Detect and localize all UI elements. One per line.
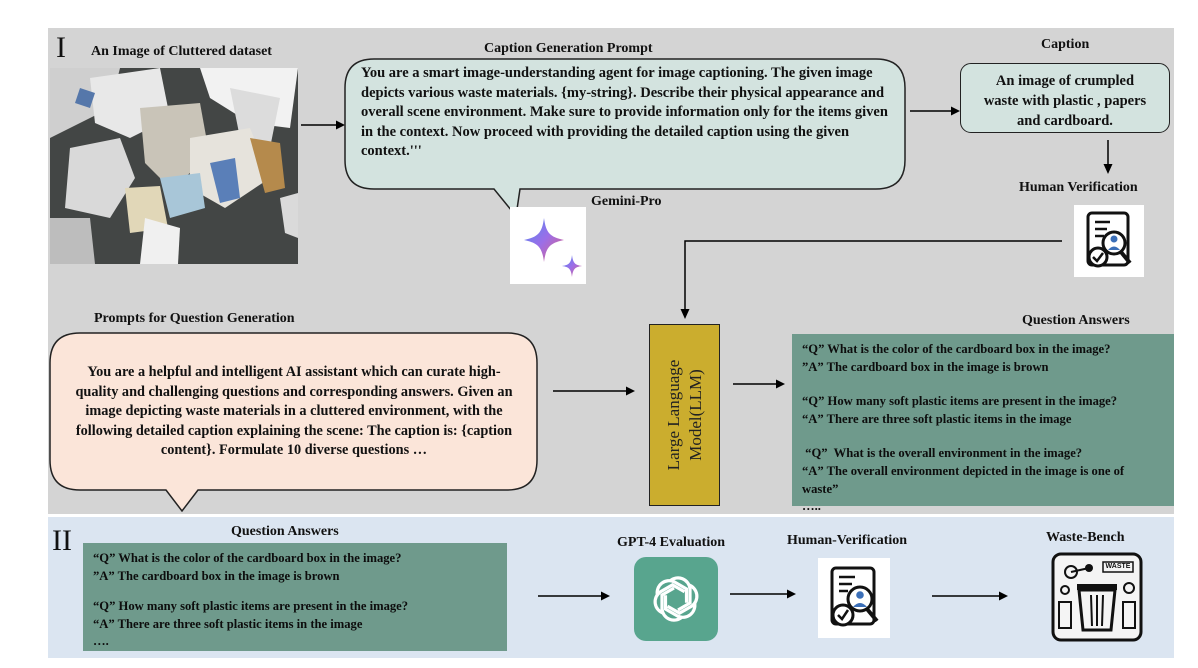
qa-title: Question Answers (1022, 313, 1130, 328)
human-verification-icon (1074, 205, 1144, 277)
waste-photo (50, 68, 298, 264)
openai-logo (634, 557, 718, 641)
gpt-evaluation-label: GPT-4 Evaluation (617, 535, 726, 550)
image-title: An Image of Cluttered dataset (91, 44, 272, 59)
qa-line: “Q” How many soft plastic items are pres… (93, 599, 409, 614)
arrow-question-prompt-to-llm (553, 384, 635, 398)
llm-box: Large Language Model(LLM) (649, 324, 720, 506)
qa-line: “A” The overall environment depicted in … (802, 463, 1125, 478)
qa-gap (802, 428, 1164, 445)
qa-line: …. (93, 634, 109, 649)
qa-box: “Q” What is the color of the cardboard b… (792, 334, 1174, 513)
waste-bench-icon: WASTE (1049, 550, 1145, 644)
arrow-verification-to-benchmark (932, 589, 1008, 603)
qa-line: ”A” The cardboard box in the image is br… (802, 359, 1049, 374)
arrow-qa-to-gpt (538, 589, 610, 603)
caption-prompt-bubble-shape (344, 58, 906, 218)
panel2-qa-box: “Q” What is the color of the cardboard b… (83, 543, 507, 651)
caption-text: An image of crumpled waste with plastic … (983, 73, 1147, 129)
arrow-prompt-to-caption (910, 104, 960, 118)
panel2-roman-numeral: II (52, 524, 72, 557)
qa-line: “A” There are three soft plastic items i… (802, 411, 1072, 426)
arrow-llm-to-qa (733, 377, 785, 391)
panel1-roman-numeral: I (56, 31, 66, 64)
qa-line: “Q” What is the color of the cardboard b… (802, 342, 1111, 356)
caption-prompt-text: You are a smart image-understanding agen… (361, 65, 888, 159)
caption-box: An image of crumpled waste with plastic … (960, 63, 1170, 133)
llm-label: Large Language Model(LLM) (663, 359, 705, 471)
question-prompt-text: You are a helpful and intelligent AI ass… (75, 364, 513, 458)
arrow-gpt-to-verification (730, 587, 796, 601)
qa-line: ….. (802, 499, 821, 514)
question-prompt-title: Prompts for Question Generation (94, 311, 295, 326)
qa-line: “Q” What is the color of the cardboard b… (93, 551, 402, 565)
gemini-logo (510, 207, 586, 284)
qa-line: waste” (802, 481, 839, 496)
caption-title: Caption (1041, 37, 1090, 52)
qa-line: ”A” The cardboard box in the image is br… (93, 568, 340, 583)
gemini-label: Gemini-Pro (591, 194, 662, 209)
qa-gap (93, 585, 497, 598)
human-verification-icon (818, 558, 890, 638)
qa-line: “Q” What is the overall environment in t… (802, 446, 1083, 461)
caption-prompt-title: Caption Generation Prompt (484, 41, 653, 56)
human-verification-label: Human Verification (1019, 180, 1138, 195)
waste-sign-text: WASTE (1105, 563, 1131, 570)
qa-line: “A” There are three soft plastic items i… (93, 616, 363, 631)
panel2-qa-title: Question Answers (231, 524, 339, 539)
question-prompt-bubble-shape (48, 332, 539, 512)
arrow-caption-to-verification (1101, 140, 1115, 174)
arrow-verification-to-llm (677, 232, 1063, 320)
arrow-image-to-prompt (301, 118, 345, 132)
qa-gap (802, 376, 1164, 393)
waste-bench-label: Waste-Bench (1046, 530, 1125, 545)
panel2-human-verification-label: Human-Verification (787, 533, 908, 548)
qa-line: “Q” How many soft plastic items are pres… (802, 394, 1118, 409)
